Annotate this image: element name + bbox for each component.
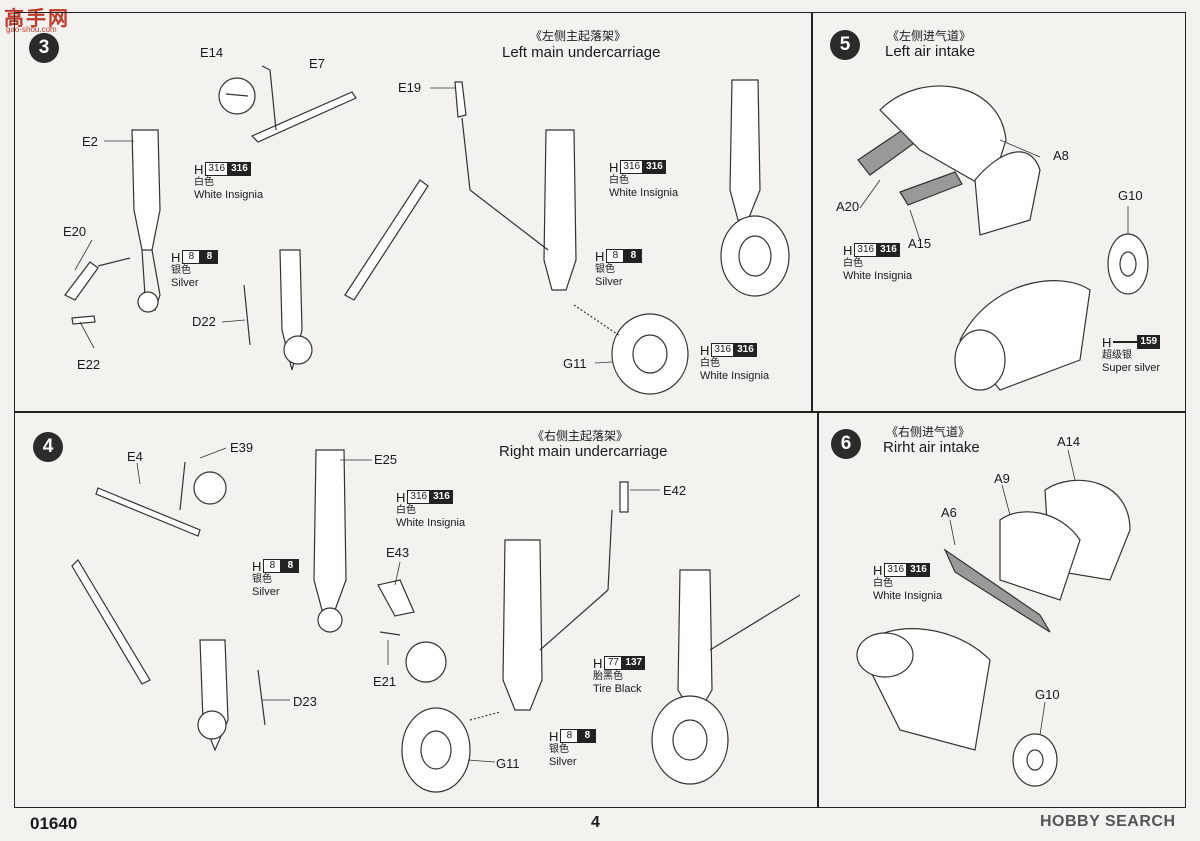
part-e7 [250,91,357,143]
step-5-title-en: Left air intake [885,43,976,60]
part-label-e14: E14 [200,45,224,60]
part-a8 [974,151,1041,236]
part-mounted-strut-3 [729,79,761,221]
wheel-g11-3 [611,313,689,395]
part-label-e20: E20 [63,224,87,239]
part-label-e4: E4 [127,449,143,464]
part-label-e7: E7 [309,56,325,71]
part-e20 [64,261,99,301]
part-e21-callout [405,641,447,683]
part-label-g10-step6: G10 [1035,687,1060,702]
step-number-4: 4 [33,432,63,462]
part-e25 [313,449,347,611]
part-label-a14: A14 [1057,434,1081,449]
part-label-e39: E39 [230,440,254,455]
part-label-e22: E22 [77,357,101,372]
part-main-strut-4 [502,539,543,711]
panel-step-5 [812,12,1186,412]
part-intake-upper [879,85,1007,191]
part-label-d23: D23 [293,694,317,709]
part-e4 [95,487,201,537]
part-label-g11-step4: G11 [496,756,520,771]
part-label-g11-step3: G11 [563,356,587,371]
step-6-title-cn: 《右侧进气道》 [886,425,971,439]
part-e39-callout [193,471,227,505]
part-label-a20: A20 [836,199,860,214]
watermark-hobby-search: HOBBY SEARCH [1040,813,1176,830]
watermark-url: gao-shou.com [6,25,57,34]
step-3-title-en: Left main undercarriage [502,44,661,61]
part-label-e21: E21 [373,674,397,689]
part-e2 [131,129,161,251]
part-e22 [71,315,96,325]
part-a15 [899,171,963,206]
wheel-g11-4 [401,707,471,793]
step-3-title-cn: 《左侧主起落架》 [530,29,627,43]
kit-number: 01640 [30,814,78,833]
panel-step-3 [14,12,812,412]
step-4-title-en: Right main undercarriage [499,443,668,460]
step-4-title-cn: 《右侧主起落架》 [532,429,629,443]
part-main-strut-3 [543,129,577,291]
watermark-logo: 高手网 [4,8,70,30]
page-number: 4 [591,814,600,831]
part-label-a6: A6 [941,505,957,520]
part-mounted-strut-4 [677,569,713,711]
panel-step-4 [14,412,818,808]
part-label-g10-step5: G10 [1118,188,1143,203]
part-e19 [454,81,467,118]
step-number-5: 5 [830,30,860,60]
part-a6 [943,548,1051,633]
step-number-6: 6 [831,429,861,459]
part-e42 [619,481,629,513]
part-a9 [999,511,1081,601]
part-e43 [377,579,415,617]
step-number-3: 3 [29,33,59,63]
step-5-title-cn: 《左侧进气道》 [887,29,972,43]
part-e14-callout [218,77,256,115]
part-label-a8: A8 [1053,148,1069,163]
panel-step-6 [818,412,1186,808]
part-drag-brace-4 [71,559,151,685]
step-6-title-en: Rirht air intake [883,439,980,456]
wheel-mounted-3 [720,215,790,297]
part-g10-5 [1107,233,1149,295]
part-label-d22: D22 [192,314,216,329]
part-g10-6 [1012,733,1058,787]
part-label-e42: E42 [663,483,687,498]
part-label-e19: E19 [398,80,422,95]
wheel-mounted-4 [651,695,729,785]
part-label-a15: A15 [908,236,932,251]
part-drag-brace-3 [344,179,429,301]
part-label-e2: E2 [82,134,98,149]
part-label-e25: E25 [374,452,398,467]
part-label-e43: E43 [386,545,410,560]
part-label-a9: A9 [994,471,1010,486]
